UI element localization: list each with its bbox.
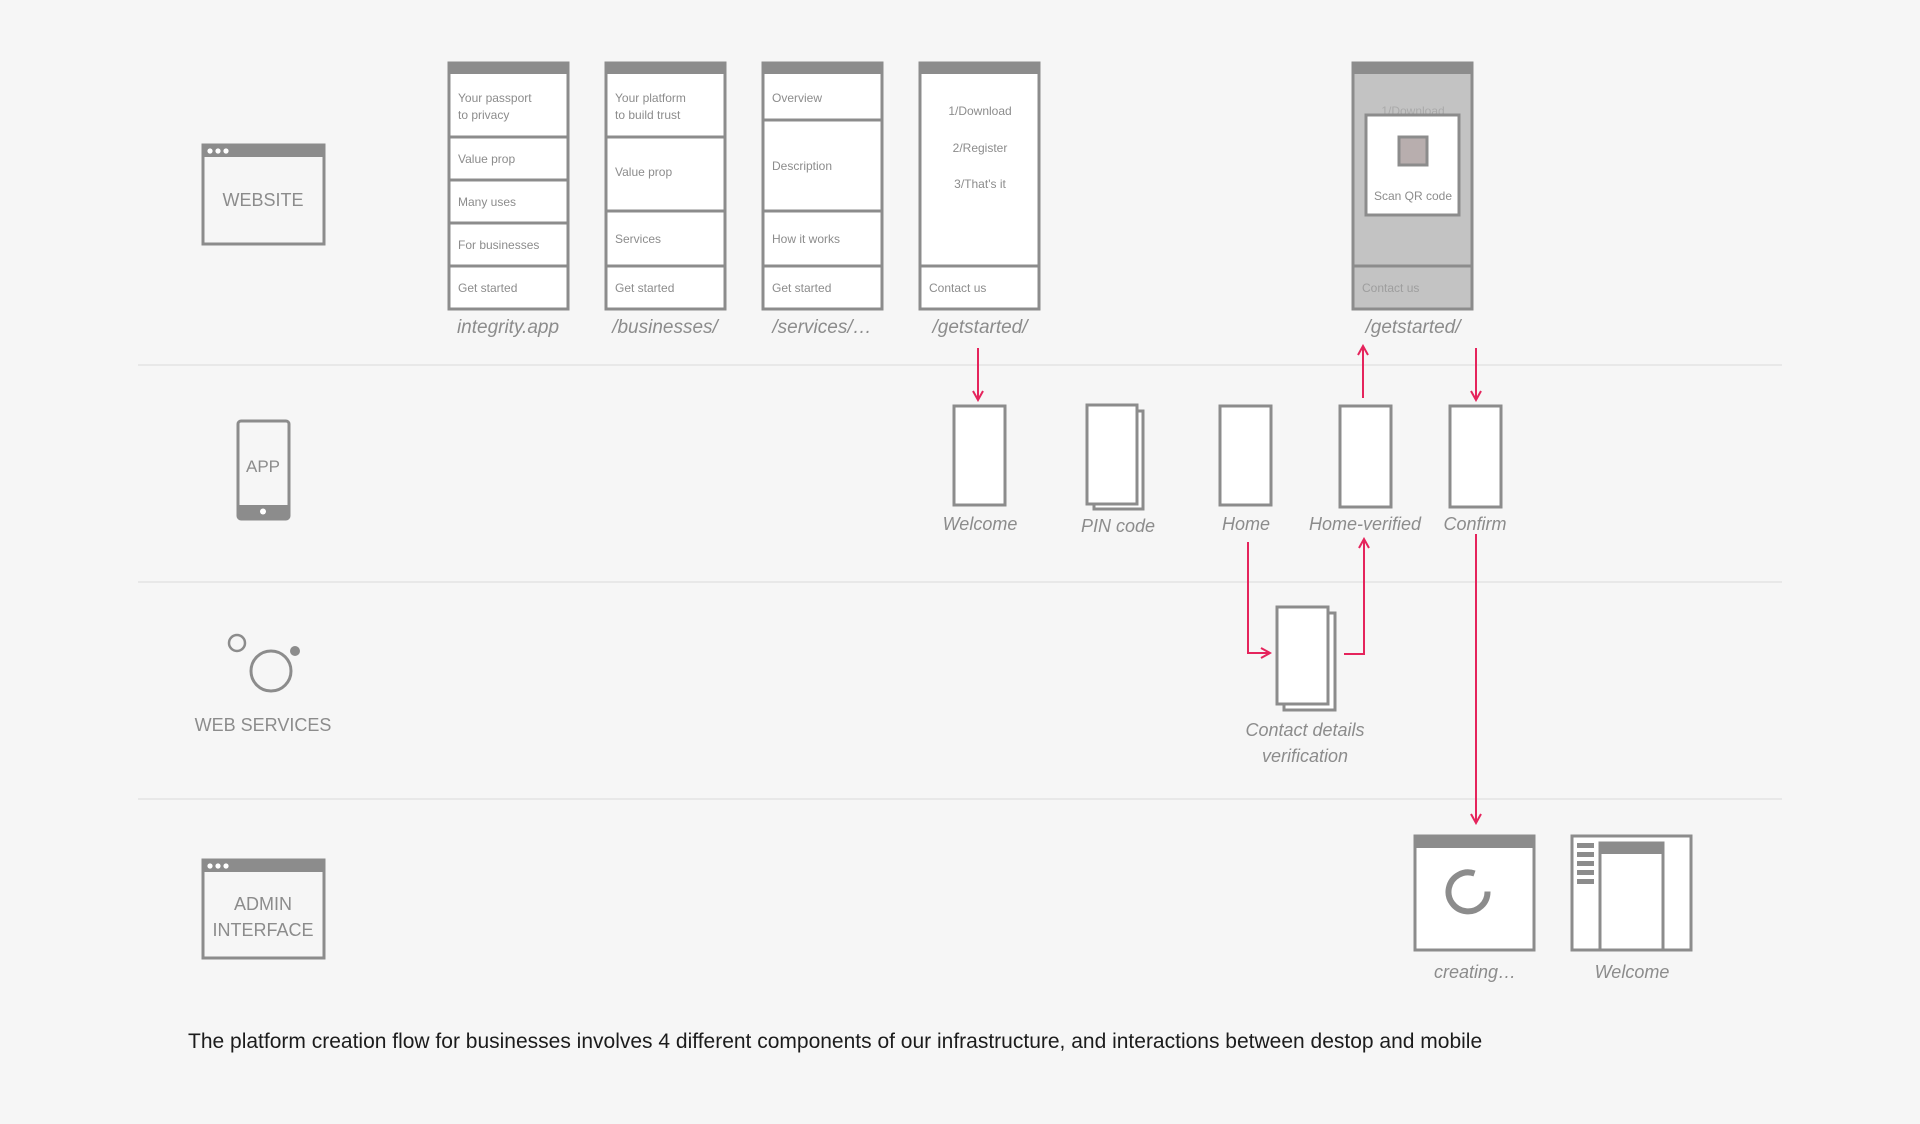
app-screen-home: Home bbox=[1218, 404, 1273, 534]
admin-screen-label: creating… bbox=[1434, 962, 1516, 982]
page-section: Get started bbox=[615, 281, 674, 295]
page-url: /businesses/ bbox=[610, 317, 719, 338]
diagram-caption: The platform creation flow for businesse… bbox=[188, 1030, 1483, 1053]
getstarted-step: 1/Download bbox=[948, 104, 1011, 118]
page-section: Value prop bbox=[458, 152, 515, 166]
page-url: /getstarted/ bbox=[930, 317, 1029, 338]
qr-code-icon bbox=[1397, 135, 1429, 167]
website-page-businesses: Your platform to build trust Value prop … bbox=[604, 61, 727, 338]
page-section: Description bbox=[772, 159, 832, 173]
arrow-web-service-to-home-verified bbox=[1344, 539, 1364, 655]
website-page-getstarted-qr: 1/Download Scan QR code Contact us /gets… bbox=[1351, 61, 1474, 338]
app-screen-label: Home bbox=[1222, 514, 1270, 534]
page-section: Get started bbox=[772, 281, 831, 295]
web-services-lane-label: WEB SERVICES bbox=[195, 715, 332, 735]
website-page-getstarted: 1/Download 2/Register 3/That's it Contac… bbox=[918, 61, 1041, 338]
page-section: Services bbox=[615, 232, 661, 246]
admin-lane-label-line2: INTERFACE bbox=[212, 920, 313, 940]
page-section: Your passport bbox=[458, 91, 532, 105]
admin-screen-creating: creating… bbox=[1413, 834, 1536, 982]
page-url: /services/… bbox=[770, 317, 871, 338]
getstarted-step: 3/That's it bbox=[954, 177, 1006, 191]
app-screen-label: Home-verified bbox=[1309, 514, 1422, 534]
page-footer: Contact us bbox=[929, 281, 986, 295]
web-service-label-line2: verification bbox=[1262, 746, 1348, 766]
page-section: Get started bbox=[458, 281, 517, 295]
app-screen-confirm: Confirm bbox=[1443, 404, 1507, 534]
page-section: to build trust bbox=[615, 108, 681, 122]
flow-arrows bbox=[978, 346, 1476, 823]
admin-lane-label-line1: ADMIN bbox=[234, 894, 292, 914]
page-section: Value prop bbox=[615, 165, 672, 179]
web-services-lane-icon: WEB SERVICES bbox=[195, 633, 332, 735]
qr-modal-label: Scan QR code bbox=[1374, 189, 1452, 203]
page-section: Your platform bbox=[615, 91, 686, 105]
website-page-services: Overview Description How it works Get st… bbox=[761, 61, 884, 338]
page-url: /getstarted/ bbox=[1363, 317, 1462, 338]
website-lane-label: WEBSITE bbox=[222, 190, 303, 210]
page-section: Many uses bbox=[458, 195, 516, 209]
admin-screen-label: Welcome bbox=[1595, 962, 1670, 982]
app-lane-icon: APP bbox=[236, 419, 291, 521]
getstarted-step: 2/Register bbox=[953, 141, 1008, 155]
page-section: For businesses bbox=[458, 238, 539, 252]
page-section: How it works bbox=[772, 232, 840, 246]
app-screen-welcome: Welcome bbox=[943, 404, 1018, 534]
page-url: integrity.app bbox=[457, 317, 559, 338]
lane-dividers bbox=[138, 364, 1782, 800]
page-section: Overview bbox=[772, 91, 822, 105]
page-section: to privacy bbox=[458, 108, 509, 122]
web-service-label-line1: Contact details bbox=[1245, 720, 1364, 740]
app-screen-label: Confirm bbox=[1443, 514, 1506, 534]
admin-lane-icon: ADMIN INTERFACE bbox=[201, 858, 326, 960]
page-footer: Contact us bbox=[1362, 281, 1419, 295]
app-screen-home-verified: Home-verified bbox=[1309, 404, 1422, 534]
admin-screen-welcome: Welcome bbox=[1570, 834, 1693, 982]
website-lane-icon: WEBSITE bbox=[201, 143, 326, 246]
app-screen-label: Welcome bbox=[943, 514, 1018, 534]
loading-spinner-icon bbox=[1445, 869, 1491, 915]
website-page-home: Your passport to privacy Value prop Many… bbox=[447, 61, 570, 338]
app-lane-label: APP bbox=[246, 457, 280, 476]
app-screen-label: PIN code bbox=[1081, 516, 1155, 536]
app-screen-pin-code: PIN code bbox=[1081, 403, 1155, 536]
arrow-home-to-web-service bbox=[1247, 542, 1270, 653]
web-service-contact-verification: Contact details verification bbox=[1245, 605, 1365, 766]
